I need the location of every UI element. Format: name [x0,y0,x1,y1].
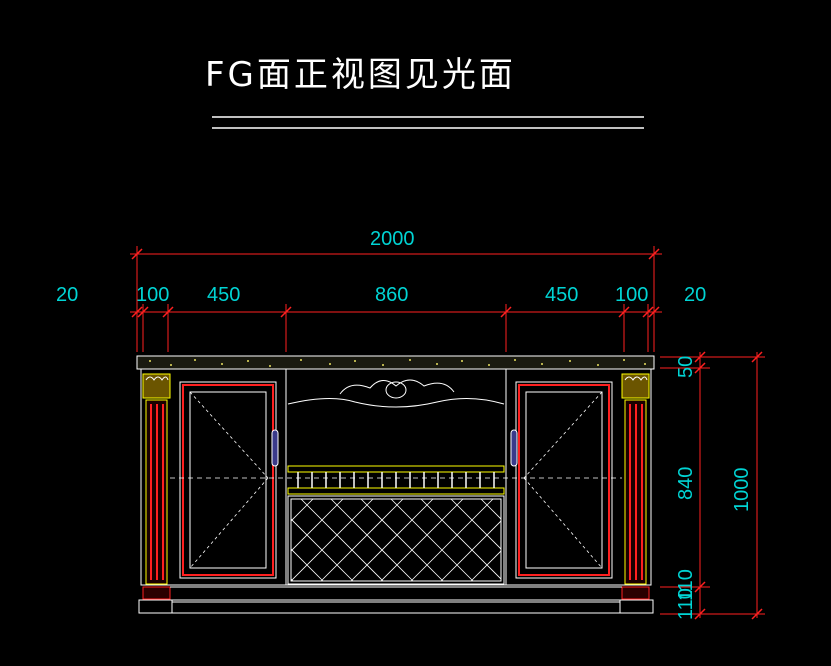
lattice-wine-rack [287,495,505,585]
vertical-dimension-lines [660,351,765,620]
cabinet-elevation [136,355,655,614]
countertop-speckle [149,359,646,367]
dim-center: 860 [375,284,408,306]
right-door-handle [510,429,518,467]
carcass [140,368,652,586]
dim-pilaster-left: 100 [136,284,169,306]
left-pilaster [138,373,173,614]
segment-dimension-line [130,304,662,352]
center-upper-opening [285,369,507,585]
dim-door-left: 450 [207,284,240,306]
carved-ornament [339,379,455,395]
dim-pilaster-right: 100 [615,284,648,306]
dim-overall-width: 2000 [370,228,415,250]
left-door [179,381,279,579]
left-door-handle [271,429,279,467]
drawing-title: FG面正视图见光面 [205,55,516,95]
plinth [170,586,622,614]
overall-width-dimension: 2000 [130,228,662,352]
dim-left-gap: 20 [56,284,78,306]
right-door [510,381,613,579]
dim-total-height: 1000 [731,468,753,513]
dim-plinth-b: 110 [675,588,697,620]
countertop [136,355,655,370]
dim-plinth-a: 110 [675,569,697,601]
dim-top-thickness: 50 [675,356,697,378]
bottle-rail [287,465,505,495]
dim-body-height: 840 [675,467,697,500]
dim-right-gap: 20 [684,284,706,306]
dim-door-right: 450 [545,284,578,306]
right-pilaster [619,373,654,614]
